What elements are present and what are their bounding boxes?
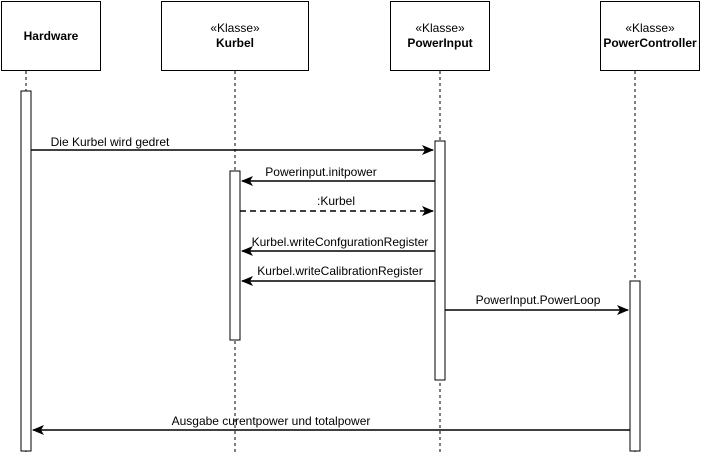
activation-kurbel (229, 170, 241, 341)
message-label: Powerinput.initpower (265, 165, 376, 179)
participant-kurbel: «Klasse» Kurbel (161, 1, 309, 71)
activation-hardware (20, 90, 32, 452)
participant-powercontroller: «Klasse» PowerController (600, 1, 700, 71)
participant-name: PowerController (603, 36, 697, 50)
participant-stereotype: «Klasse» (210, 21, 260, 35)
participant-stereotype: «Klasse» (415, 21, 465, 35)
participant-name: Hardware (23, 28, 79, 43)
message-label: Kurbel.writeConfgurationRegister (252, 235, 429, 249)
message-label: Ausgabe curentpower und totalpower (172, 414, 371, 428)
participant-hardware: Hardware (1, 1, 101, 71)
message-label: :Kurbel (317, 194, 355, 208)
participant-name: Kurbel (215, 36, 254, 50)
message-label: Kurbel.writeCalibrationRegister (257, 264, 422, 278)
participant-powerinput: «Klasse» PowerInput (390, 1, 490, 71)
activation-powercontroller (629, 280, 641, 452)
activation-powerinput (434, 140, 446, 381)
participant-name: PowerInput (407, 36, 473, 50)
message-label: PowerInput.PowerLoop (476, 293, 601, 307)
message-label: Die Kurbel wird gedret (51, 135, 170, 149)
participant-stereotype: «Klasse» (625, 21, 675, 35)
